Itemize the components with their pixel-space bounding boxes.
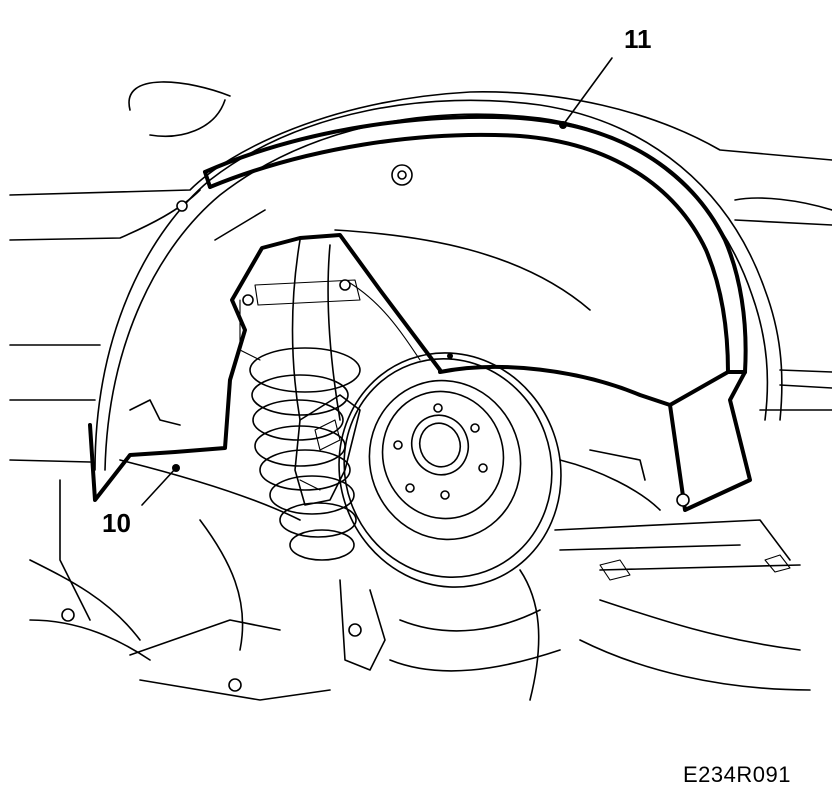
callout-label-11: 11 (624, 24, 652, 54)
coil-spring (249, 347, 361, 561)
inner-arch (176, 164, 690, 507)
figure-code: E234R091 (683, 762, 791, 787)
brake-disc (338, 352, 562, 588)
wheel-arch-outer (94, 99, 783, 471)
leader-lines (141, 57, 613, 506)
callout-label-10: 10 (102, 508, 131, 538)
lower-structure (29, 449, 811, 701)
wheel-arch-liner-10 (88, 209, 442, 502)
body-outline (9, 81, 832, 463)
wheel-arch-liner-11 (203, 114, 752, 512)
brake-caliper (294, 394, 361, 506)
